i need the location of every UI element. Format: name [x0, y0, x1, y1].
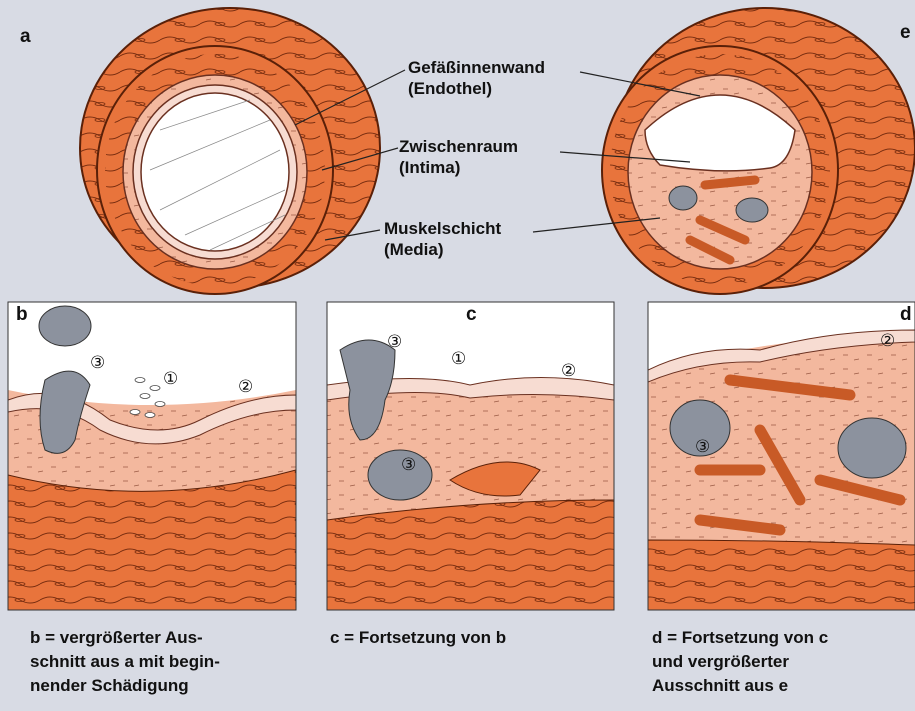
label-endothel: Gefäßinnenwand (Endothel): [408, 57, 545, 99]
marker-3-panel-c-bottom: ③: [401, 454, 416, 475]
panel-letter-c: c: [466, 304, 477, 326]
marker-3-panel-b: ③: [90, 352, 105, 373]
artery-cross-section-e: [602, 8, 915, 294]
panel-d-tissue: [648, 330, 915, 610]
panel-letter-d: d: [900, 304, 912, 326]
marker-3-panel-d: ③: [695, 436, 710, 457]
panel-letter-a: a: [20, 26, 31, 48]
panel-letter-b: b: [16, 304, 28, 326]
marker-2-panel-d: ②: [880, 330, 895, 351]
caption-c: c = Fortsetzung von b: [330, 626, 506, 650]
label-intima: Zwischenraum (Intima): [399, 136, 518, 178]
marker-2-panel-c: ②: [561, 360, 576, 381]
caption-d: d = Fortsetzung von c und vergrößerter A…: [652, 626, 828, 698]
artery-cross-section-a: [80, 8, 380, 294]
caption-b: b = vergrößerter Aus- schnitt aus a mit …: [30, 626, 220, 698]
label-media: Muskelschicht (Media): [384, 218, 501, 260]
marker-1-panel-c: ①: [451, 348, 466, 369]
panel-letter-e: e: [900, 22, 911, 44]
marker-2-panel-b: ②: [238, 376, 253, 397]
marker-1-panel-b: ①: [163, 368, 178, 389]
marker-3-panel-c-top: ③: [387, 331, 402, 352]
